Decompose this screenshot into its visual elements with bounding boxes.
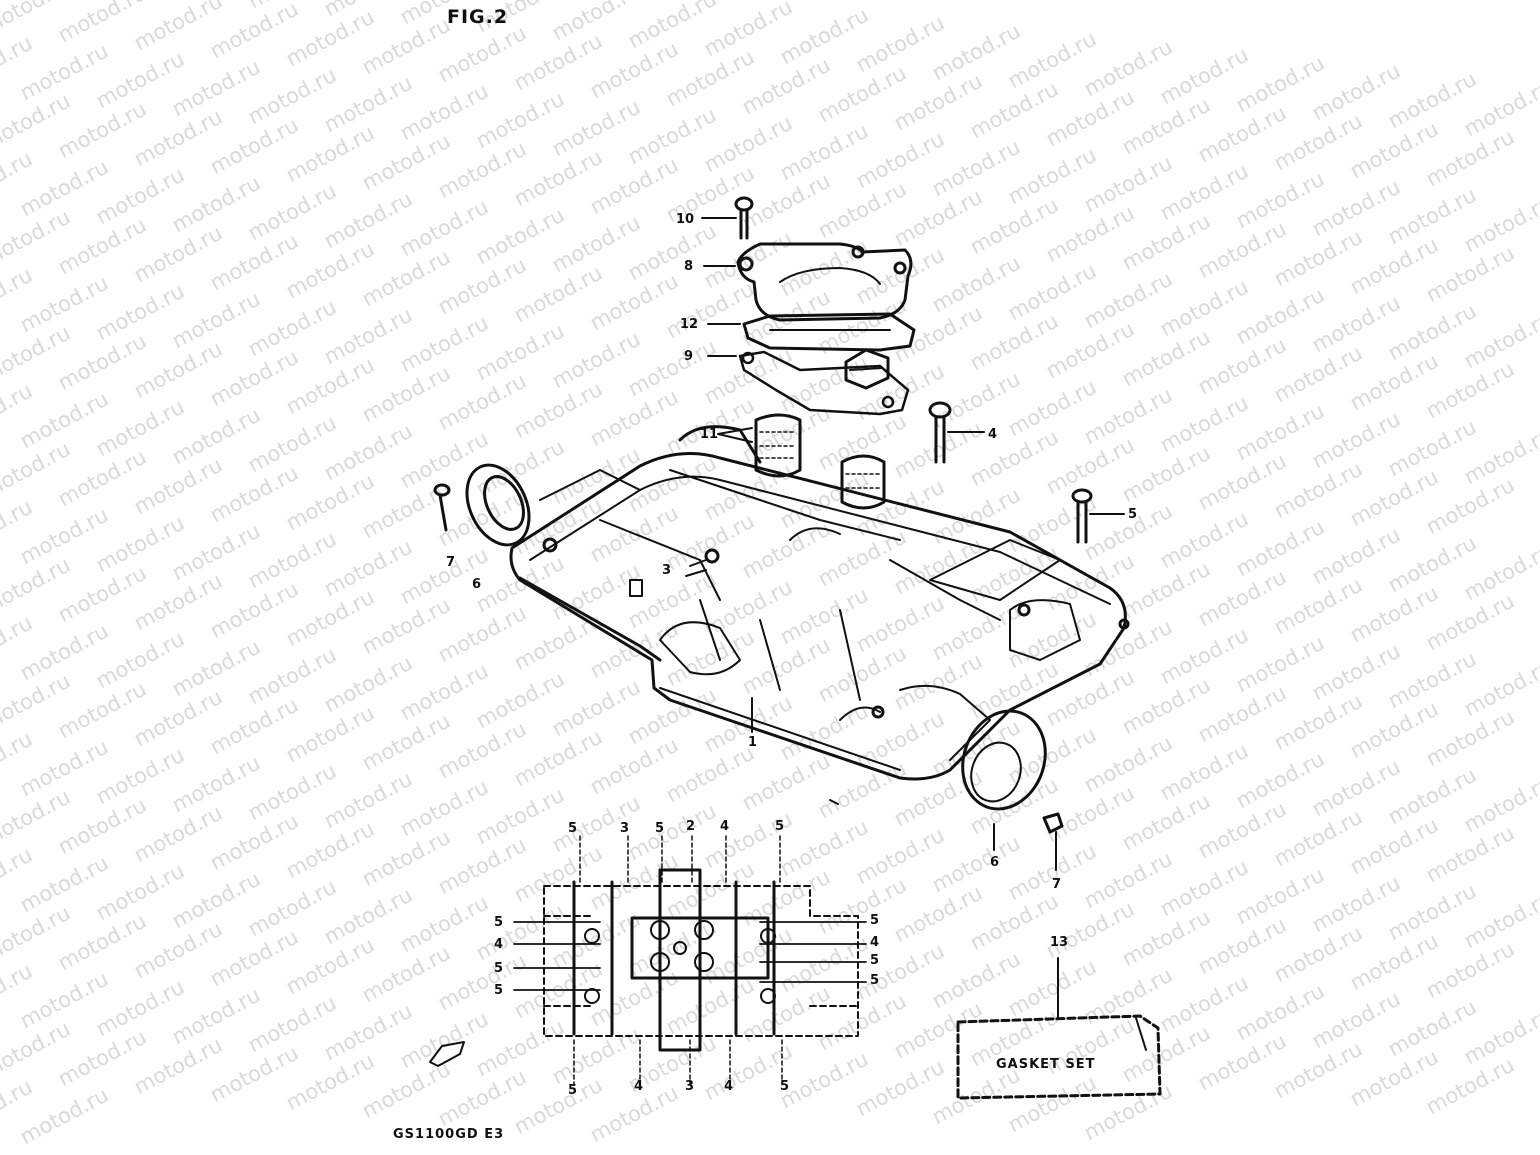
plan-callout-left: 5 [494, 961, 504, 976]
cap-bolt-7-right [1044, 814, 1062, 870]
cylinder-head-cover-1 [511, 427, 1128, 779]
plan-callout-top: 4 [720, 819, 730, 834]
figure-title: FIG.2 [447, 6, 509, 28]
plan-callout-left: 4 [494, 937, 504, 952]
end-cap-6-right [949, 699, 1058, 850]
plan-callout-right: 5 [870, 973, 880, 988]
callout-6-left: 6 [472, 577, 482, 592]
plan-callout-bottom: 3 [685, 1079, 695, 1094]
gasket-set-label: GASKET SET [996, 1057, 1096, 1072]
breather-cover-8 [704, 244, 911, 320]
plan-callout-bottom: 5 [780, 1079, 790, 1094]
callout-4: 4 [988, 427, 998, 442]
callout-3: 3 [662, 563, 672, 578]
callout-7-right: 7 [1052, 877, 1062, 892]
plan-callout-bottom: 4 [634, 1079, 644, 1094]
plan-callout-top: 5 [568, 821, 578, 836]
breather-element [846, 350, 888, 388]
bolt-10 [702, 198, 752, 238]
callout-8: 8 [684, 259, 694, 274]
callout-7-left: 7 [446, 555, 456, 570]
callout-1: 1 [748, 735, 758, 750]
callout-12: 12 [680, 317, 699, 332]
plan-callout-bottom: 4 [724, 1079, 734, 1094]
plan-callout-left: 5 [494, 983, 504, 998]
plan-callout-left: 5 [494, 915, 504, 930]
breather-gasket-9 [708, 352, 908, 414]
callout-13: 13 [1050, 935, 1069, 950]
end-cap-6-left [455, 455, 541, 555]
plan-callout-bottom: 5 [568, 1083, 578, 1098]
callout-9: 9 [684, 349, 694, 364]
plan-callout-right: 5 [870, 953, 880, 968]
gasket-set-box [958, 958, 1160, 1098]
plan-view [514, 836, 866, 1084]
plan-callout-top: 3 [620, 821, 630, 836]
sponge-filter-11 [718, 415, 884, 508]
plan-callout-top: 5 [775, 819, 785, 834]
plan-callout-top: 2 [686, 819, 696, 834]
callout-5: 5 [1128, 507, 1138, 522]
bolt-5 [1073, 490, 1124, 542]
plan-callout-top: 5 [655, 821, 665, 836]
plan-callout-right: 5 [870, 913, 880, 928]
model-code: GS1100GD E3 [393, 1127, 505, 1142]
callout-11: 11 [700, 427, 719, 442]
callout-10: 10 [676, 212, 695, 227]
bolt-4 [930, 403, 984, 462]
breather-plate-12 [708, 314, 914, 350]
plan-callout-right: 4 [870, 935, 880, 950]
cap-bolt-7-left [435, 485, 449, 530]
front-arrow [430, 1042, 464, 1066]
callout-6-right: 6 [990, 855, 1000, 870]
